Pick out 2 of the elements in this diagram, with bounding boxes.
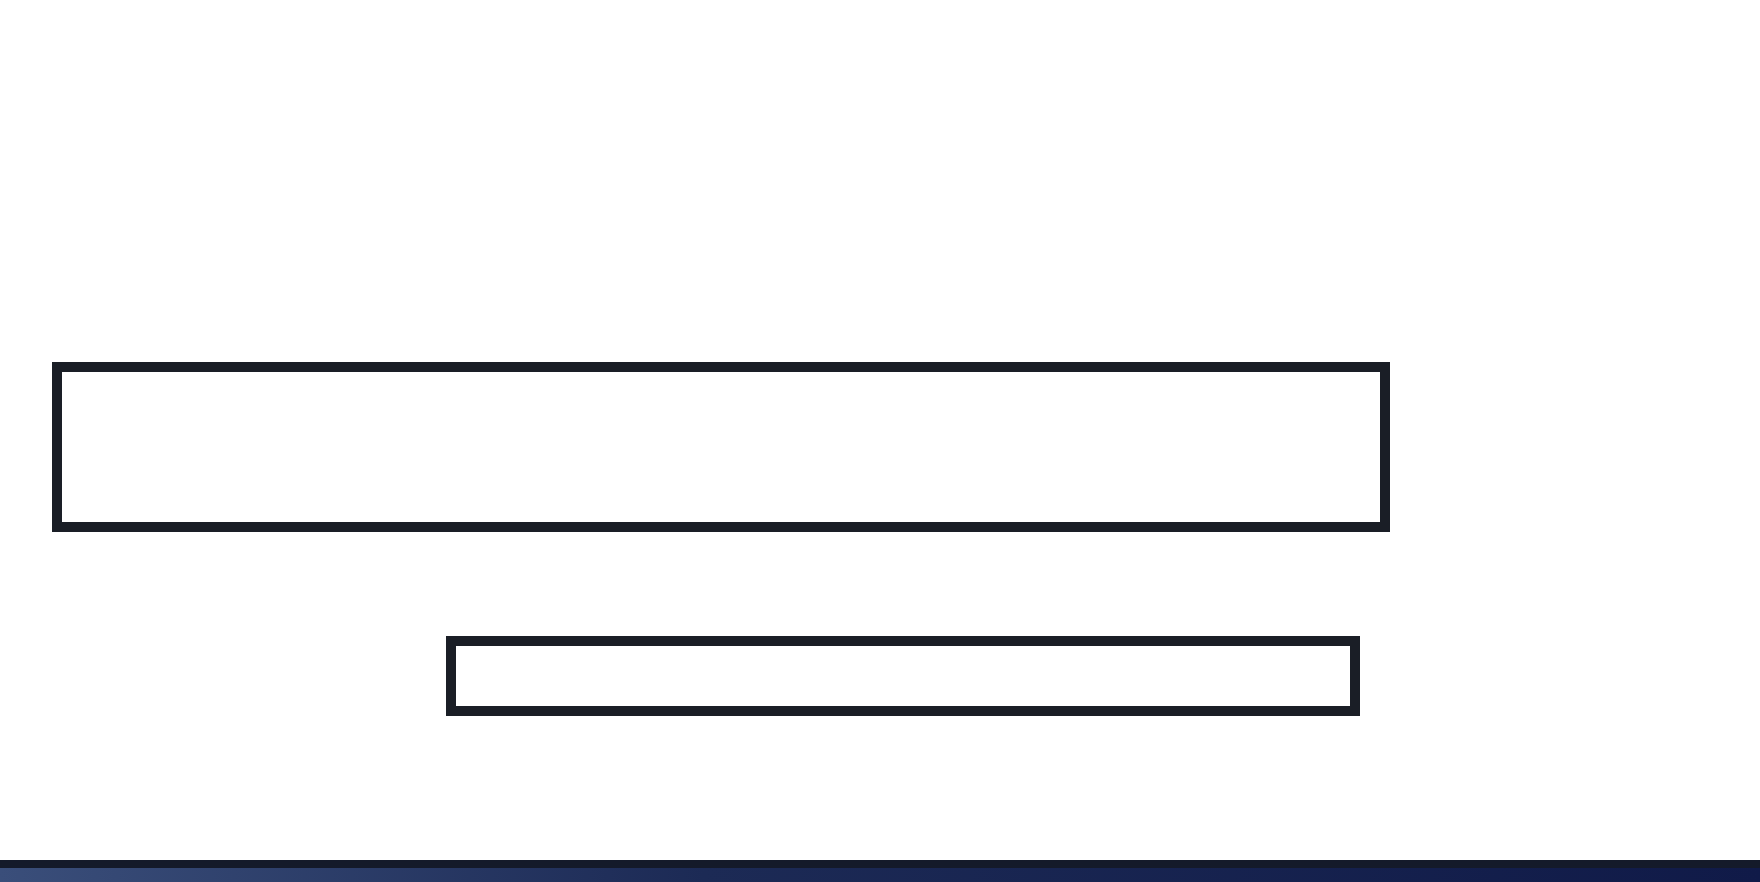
empty-box — [52, 362, 1390, 532]
empty-box — [446, 636, 1360, 716]
